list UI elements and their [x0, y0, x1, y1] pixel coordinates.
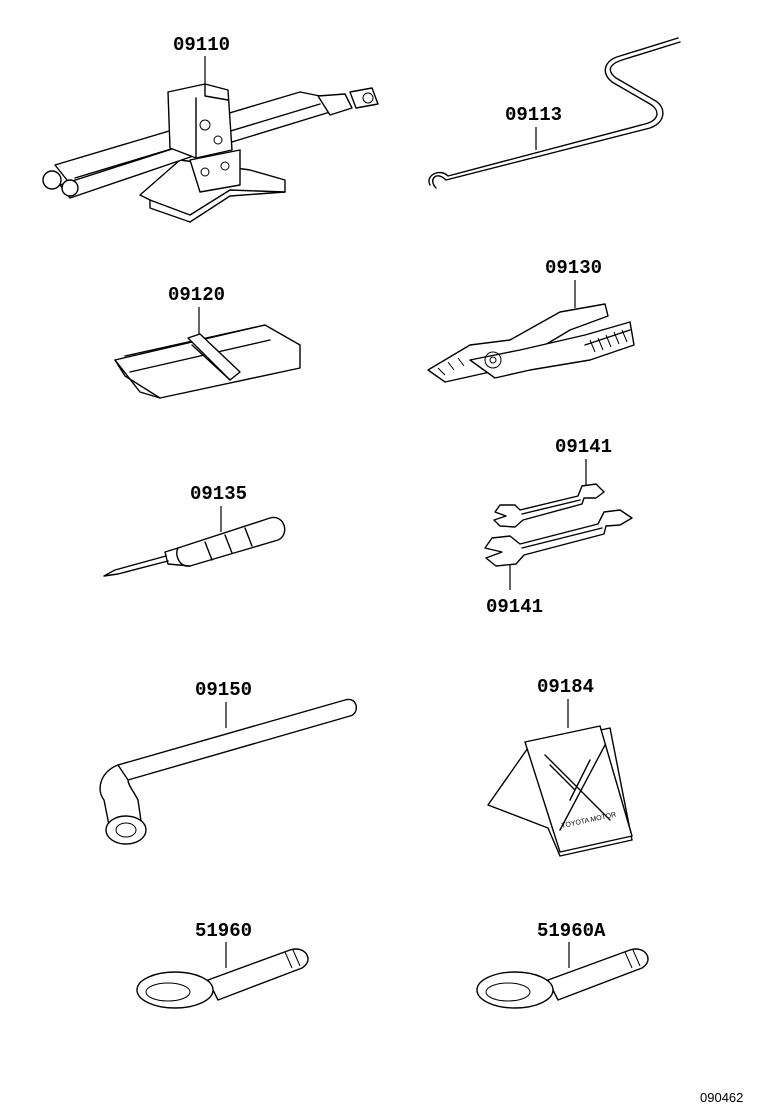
wrench-part-top[interactable]: 09141 — [493, 436, 612, 528]
part-label-wheel-chock: 09184 — [537, 676, 594, 698]
figure-code: 090462 — [700, 1090, 743, 1105]
part-label-pliers: 09130 — [545, 257, 602, 279]
part-label-tool-bag: 09120 — [168, 284, 225, 306]
towing-eye-alt-part[interactable]: 51960A — [476, 920, 649, 1009]
part-label-wrench-bottom: 09141 — [486, 596, 543, 618]
screwdriver-part[interactable]: 09135 — [103, 483, 286, 577]
part-label-lug-wrench: 09150 — [195, 679, 252, 701]
lug-wrench-part[interactable]: 09150 — [99, 679, 357, 845]
wrench-part-bottom[interactable]: 09141 — [484, 509, 633, 618]
part-label-screwdriver: 09135 — [190, 483, 247, 505]
part-label-towing-eye-alt: 51960A — [537, 920, 606, 942]
towing-eye-part[interactable]: 51960 — [136, 920, 309, 1009]
pliers-part[interactable]: 09130 — [427, 257, 635, 383]
part-label-towing-eye: 51960 — [195, 920, 252, 942]
scissor-jack-part[interactable]: 09110 — [42, 34, 379, 223]
part-label-jack: 09110 — [173, 34, 230, 56]
wheel-chock-part[interactable]: 09184 TOYOTA MOTOR — [487, 676, 633, 857]
tool-bag-part[interactable]: 09120 — [114, 284, 301, 399]
jack-handle-part[interactable]: 09113 — [428, 37, 681, 189]
part-label-jack-handle: 09113 — [505, 104, 562, 126]
part-label-wrench-top: 09141 — [555, 436, 612, 458]
